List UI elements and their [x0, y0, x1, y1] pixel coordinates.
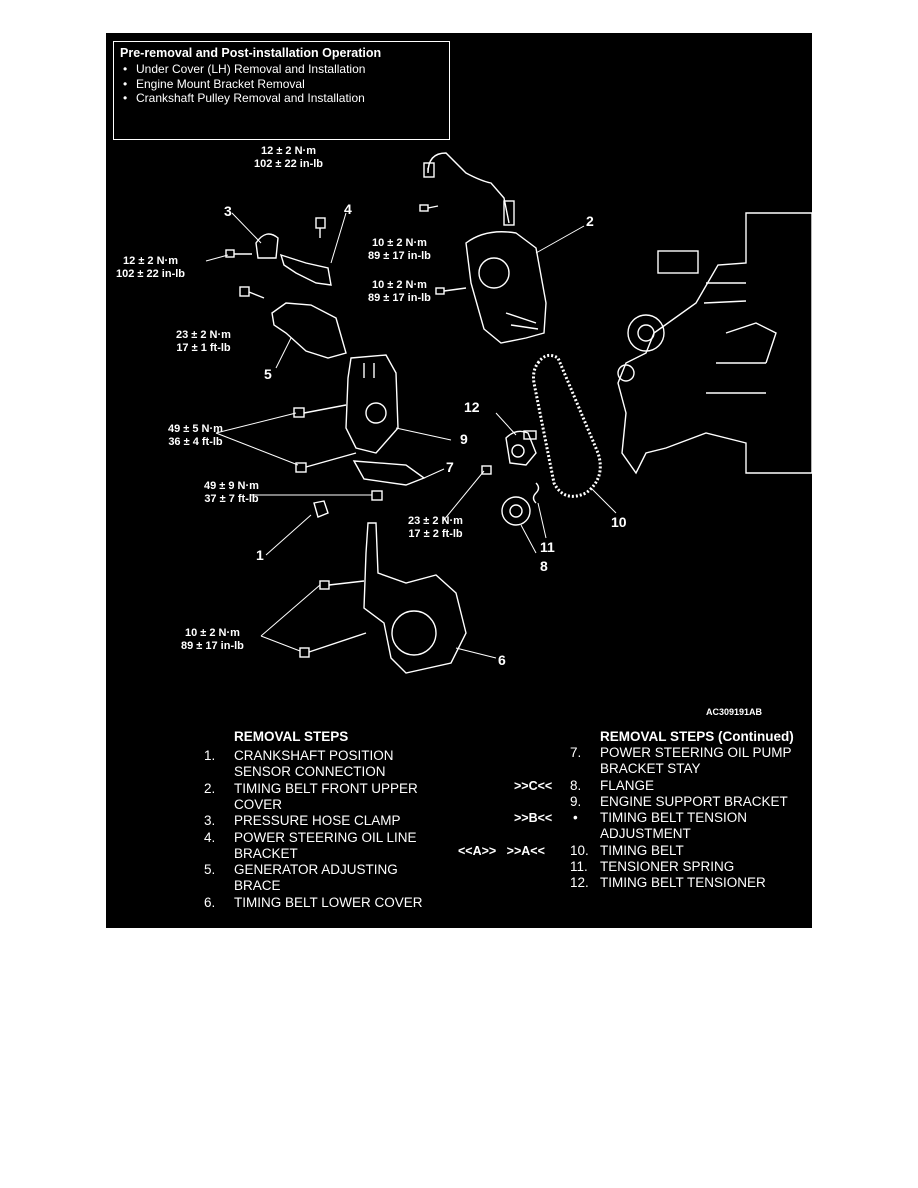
callout-number: 5: [264, 366, 272, 382]
bolt-icon: [299, 632, 367, 658]
generator-brace-illustration: [271, 302, 347, 359]
callout-number: 2: [586, 213, 594, 229]
callout-number: 3: [224, 203, 232, 219]
procedure-mark: >>B<<: [514, 811, 553, 825]
upper-cover-illustration: [465, 231, 547, 344]
tensioner-spring-illustration: [532, 482, 540, 504]
bolt-icon: [293, 404, 347, 418]
callout-number: 4: [344, 201, 352, 217]
timing-belt-lower-cover-illustration: [363, 522, 467, 674]
figure-code: AC309191AB: [706, 707, 763, 717]
callout-number: 9: [460, 431, 468, 447]
pre-operation-item: Crankshaft Pulley Removal and Installati…: [123, 91, 443, 106]
callout-number: 11: [540, 539, 555, 555]
removal-steps-continued-heading: REMOVAL STEPS (Continued): [600, 729, 794, 744]
bolt-icon: [419, 204, 439, 212]
crankshaft-sensor-illustration: [313, 500, 329, 518]
oil-line-bracket-illustration: [279, 253, 332, 286]
oil-pump-bracket-stay-illustration: [352, 460, 426, 486]
timing-belt-illustration: [532, 353, 602, 498]
pre-operation-box: Pre-removal and Post-installation Operat…: [113, 41, 450, 140]
pre-operation-list: Under Cover (LH) Removal and Installatio…: [120, 62, 443, 106]
diagram-panel: Pre-removal and Post-installation Operat…: [106, 33, 812, 928]
engine-support-bracket-illustration: [345, 354, 399, 454]
bolt-icon: [225, 249, 252, 258]
callout-number: 7: [446, 459, 454, 475]
pre-operation-item: Engine Mount Bracket Removal: [123, 77, 443, 92]
removal-steps-heading: REMOVAL STEPS: [234, 729, 349, 744]
bolt-icon: [481, 465, 492, 475]
engine-block-illustration: [617, 212, 812, 475]
callout-number: 8: [540, 558, 548, 574]
pre-operation-item: Under Cover (LH) Removal and Installatio…: [123, 62, 443, 77]
bolt-icon: [239, 286, 265, 299]
callout-number: 6: [498, 652, 506, 668]
bolt-icon: [315, 217, 326, 238]
procedure-mark: <<A>> >>A<<: [458, 844, 545, 858]
sensor-wire-illustration: [427, 152, 510, 224]
callout-number: 1: [256, 547, 264, 563]
bolt-icon: [435, 287, 467, 295]
callout-number: 10: [611, 514, 627, 530]
timing-belt-tensioner-illustration: [505, 430, 537, 466]
bolt-icon: [319, 580, 365, 590]
bolt-icon: [295, 452, 357, 473]
pre-operation-title: Pre-removal and Post-installation Operat…: [120, 46, 382, 60]
hose-clamp-illustration: [255, 233, 279, 259]
bolt-icon: [371, 490, 383, 501]
flange-illustration: [501, 496, 531, 526]
procedure-mark: >>C<<: [514, 779, 553, 793]
callout-number: 12: [464, 399, 480, 415]
exploded-view-illustration: [205, 152, 812, 674]
